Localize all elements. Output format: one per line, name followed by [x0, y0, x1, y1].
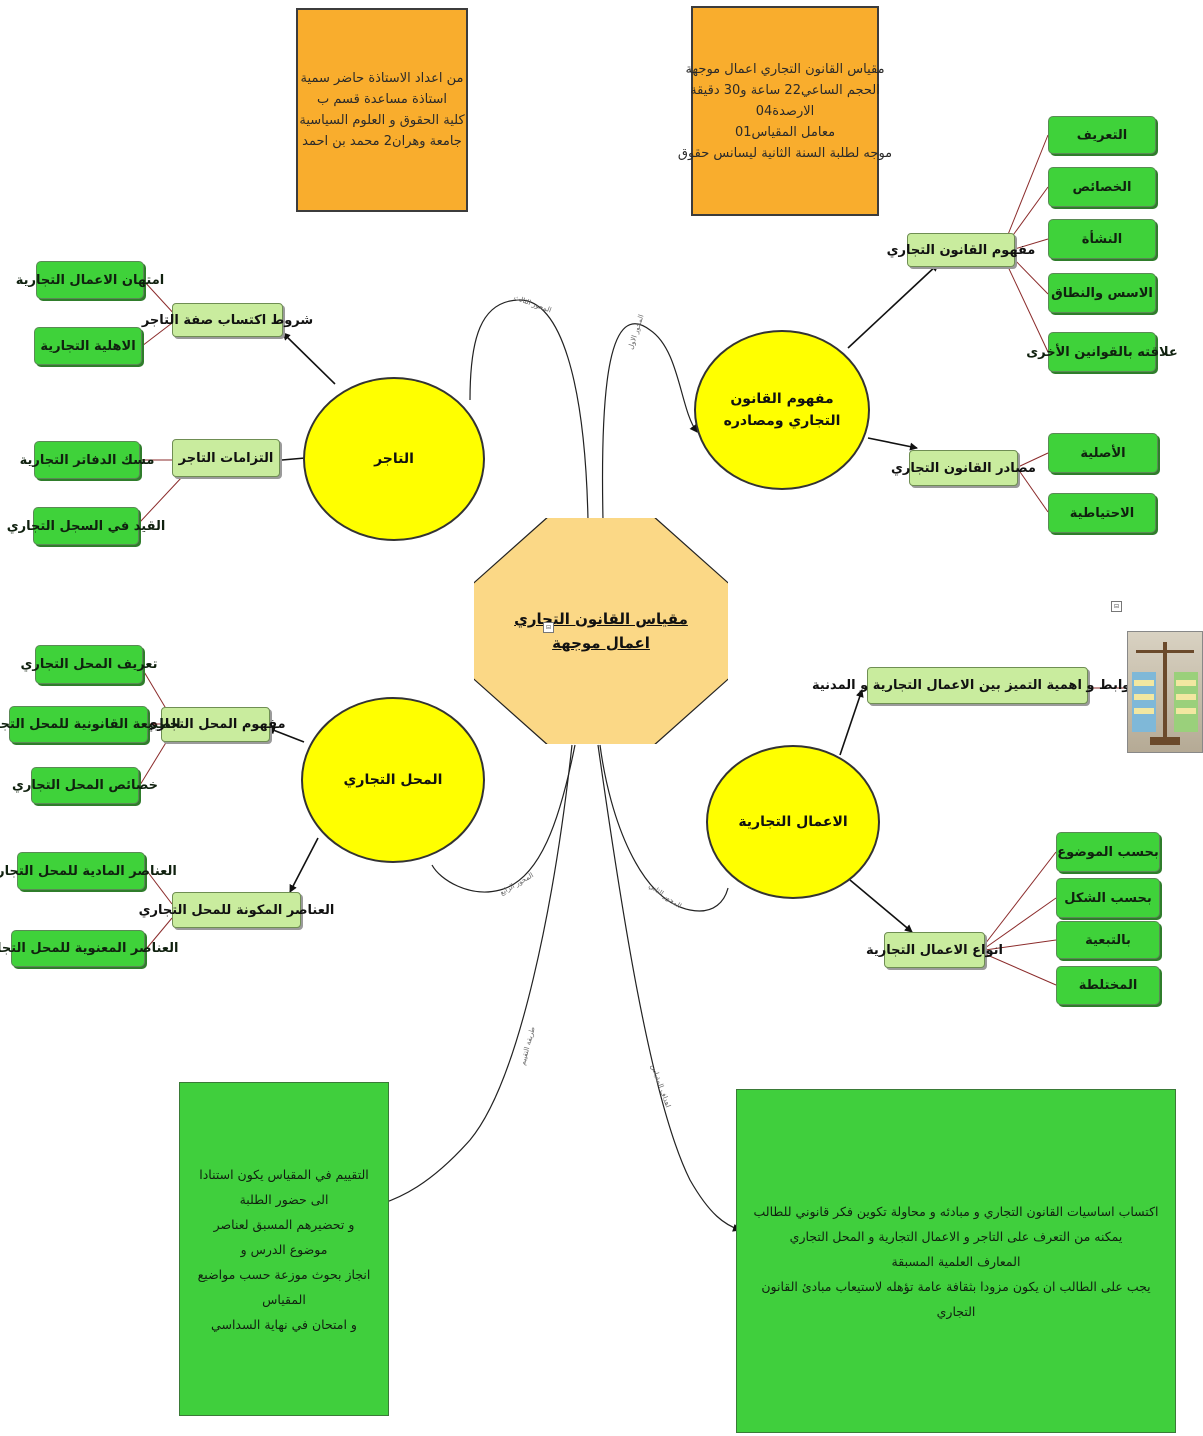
- leaf-sources-1[interactable]: الأصلية: [1048, 433, 1158, 473]
- course-line-2: الحجم الساعي22 ساعة و30 دقيقة: [690, 82, 880, 98]
- edge-central-objectives: [597, 744, 741, 1232]
- leaf-sources-2[interactable]: الاحتياطية: [1048, 493, 1156, 533]
- central-subtitle: اعمال موجهة: [552, 634, 650, 652]
- leaf-merchant-3[interactable]: مسك الدفاتر التجارية: [20, 441, 154, 479]
- leaf-concept-3[interactable]: النشأة: [1048, 219, 1156, 259]
- author-line-2: استاذة مساعدة قسم ب: [317, 92, 447, 107]
- edge-shop-sub1: [267, 726, 305, 743]
- circle-shop[interactable]: المحل التجاري: [301, 697, 485, 863]
- edge-central-merchant: [469, 299, 589, 521]
- author-line-4: جامعة وهران2 محمد بن احمد: [302, 134, 462, 149]
- leaf-concept-1[interactable]: التعريف: [1048, 116, 1156, 154]
- author-info-box: من اعداد الاستاذة حاضر سمية استاذة مساعد…: [296, 8, 468, 212]
- leaf-concept-5[interactable]: علاقته بالقوانين الأخرى: [1026, 332, 1178, 372]
- evaluation-box: التقييم في المقياس يكون استنادا الى حضور…: [179, 1082, 389, 1416]
- leaf-acts-3[interactable]: بالتبعية: [1056, 921, 1160, 959]
- sub-shop-concept[interactable]: مفهوم المحل التجاري: [145, 707, 286, 742]
- course-line-1: مقياس القانون التجاري اعمال موجهة: [685, 61, 885, 77]
- sub-acts-criteria[interactable]: ضوابط و اهمية التميز بين الاعمال التجاري…: [812, 667, 1143, 704]
- edge-concept-sub1: [847, 263, 939, 349]
- objectives-box: اكتساب اساسيات القانون التجاري و مبادئه …: [736, 1089, 1176, 1433]
- edge-central-shop: [431, 744, 576, 893]
- circle-acts[interactable]: الاعمال التجارية: [706, 745, 880, 899]
- sub-shop-elements[interactable]: العناصر المكونة للمحل التجاري: [139, 892, 334, 928]
- leaf-concept-2[interactable]: الخصائص: [1048, 167, 1156, 207]
- course-info-box: مقياس القانون التجاري اعمال موجهة الحجم …: [678, 6, 892, 216]
- course-line-3: الارصدة04: [755, 103, 815, 119]
- collapse-icon[interactable]: ⊟: [543, 622, 554, 633]
- edge-merchant-sub2: [281, 457, 306, 461]
- collapse-icon-acts[interactable]: ⊟: [1111, 601, 1122, 612]
- objectives-line-2: يمكنه من التعرف على التاجر و الاعمال الت…: [789, 1228, 1123, 1244]
- objectives-line-1: اكتساب اساسيات القانون التجاري و مبادئه …: [753, 1203, 1159, 1219]
- leaf-acts-1[interactable]: بحسب الموضوع: [1056, 832, 1160, 872]
- sub-concept-definition[interactable]: مفهوم القانون التجاري: [887, 233, 1035, 267]
- course-line-5: موجه لطلبة السنة الثانية ليسانس حقوق: [677, 145, 893, 161]
- author-line-3: كلية الحقوق و العلوم السياسية: [299, 113, 465, 128]
- leaf-acts-4[interactable]: المختلطة: [1056, 966, 1160, 1005]
- edge-acts-sub1: [839, 689, 864, 756]
- central-title: مقياس القانون التجاري: [514, 610, 688, 628]
- objectives-line-5: التجاري: [936, 1303, 976, 1319]
- sub-acts-types[interactable]: انواع الاعمال التجارية: [866, 932, 1003, 968]
- leaf-merchant-2[interactable]: الاهلية التجارية: [34, 327, 142, 365]
- objectives-line-4: يجب على الطالب ان يكون مزودا بثقافة عامة…: [761, 1278, 1151, 1294]
- sub-merchant-conditions[interactable]: شروط اكتساب صفة التاجر: [142, 303, 313, 337]
- edge-merchant-sub1: [282, 332, 336, 385]
- edge-concept-sub2: [867, 437, 918, 451]
- evaluation-line-2: و تحضيرهم المسبق لعناصر موضوع الدرس و: [213, 1216, 355, 1257]
- edge-central-acts: [599, 744, 729, 912]
- edge-central-concept: [601, 323, 698, 521]
- circle-merchant[interactable]: التاجر: [303, 377, 485, 541]
- evaluation-line-4: و امتحان في نهاية السداسي: [211, 1316, 357, 1332]
- leaf-acts-2[interactable]: بحسب الشكل: [1056, 878, 1160, 918]
- sub-concept-sources[interactable]: مصادر القانون التجاري: [891, 450, 1036, 486]
- leaf-merchant-1[interactable]: امتهان الاعمال التجارية: [16, 261, 164, 299]
- sub-merchant-obligations[interactable]: التزامات التاجر: [172, 439, 280, 477]
- central-node[interactable]: مقياس القانون التجاري اعمال موجهة: [474, 518, 728, 744]
- leaf-shop-3[interactable]: خصائص المحل التجاري: [12, 767, 158, 804]
- edge-central-evaluation: [377, 744, 573, 1207]
- course-line-4: معامل المقياس01: [734, 124, 836, 140]
- circle-concept[interactable]: مفهوم القانون التجاري ومصادره: [694, 330, 870, 490]
- justice-scale-image: [1127, 631, 1203, 753]
- author-line-1: من اعداد الاستاذة حاضر سمية: [300, 71, 464, 86]
- edge-acts-sub2: [849, 879, 913, 933]
- evaluation-line-3: انجاز بحوث موزعة حسب مواضيع المقياس: [197, 1266, 371, 1307]
- leaf-shop-2[interactable]: الطبيعة القانونية للمحل التجاري: [0, 706, 181, 743]
- leaf-shop-5[interactable]: العناصر المعنوية للمحل التجاري: [0, 930, 178, 967]
- leaf-concept-4[interactable]: الاسس والنطاق: [1048, 273, 1156, 313]
- leaf-shop-1[interactable]: تعريف المحل التجاري: [20, 645, 158, 684]
- edge-shop-sub2: [289, 837, 319, 893]
- evaluation-line-1: التقييم في المقياس يكون استنادا الى حضور…: [199, 1166, 369, 1207]
- leaf-shop-4[interactable]: العناصر المادية للمحل التجاري: [0, 852, 177, 890]
- objectives-line-3: المعارف العلمية المسبقة: [891, 1253, 1021, 1269]
- leaf-merchant-4[interactable]: القيد في السجل التجاري: [7, 507, 165, 545]
- scale-illustration: [1132, 642, 1198, 745]
